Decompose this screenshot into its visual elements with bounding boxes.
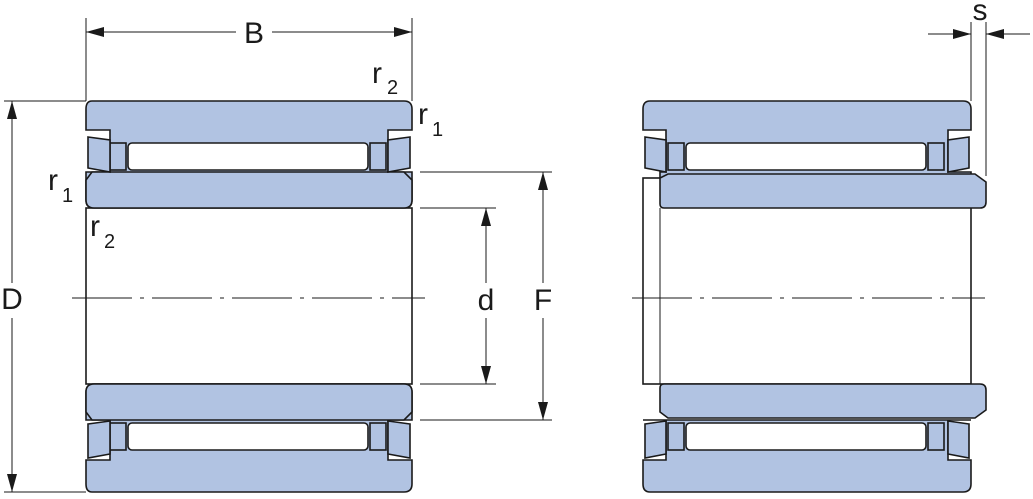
inner-ring-top-left [85,171,413,209]
seal-right-top-right [947,136,970,173]
label-d: d [478,284,495,317]
dimension-d: d [420,207,496,385]
label-r1-left: r 1 [48,164,73,207]
inner-ring-bottom-right [659,383,987,419]
dimension-F: F [420,171,552,421]
svg-text:r: r [418,98,428,131]
seal-left-bottom-left [87,420,111,459]
svg-text:r: r [372,57,382,90]
cage-left-top-right [667,142,685,171]
seal-right-top-left [387,136,411,173]
inner-bore-left [85,207,413,385]
dimension-D: D [1,100,86,493]
label-r2-left: r 2 [90,210,115,253]
left-bearing-section [72,100,425,493]
right-bearing-section [632,100,987,493]
cage-right-top-right [927,142,945,171]
dimension-s: s [928,0,1030,176]
inner-ring-bottom-left [85,383,413,421]
cage-left-top-left [109,142,127,171]
dimension-B: B [85,17,413,101]
seal-right-bottom-left [387,420,411,459]
label-D: D [1,283,23,316]
seal-right-bottom-right [947,420,970,459]
label-B: B [244,17,264,50]
cage-left-bottom-left [109,422,127,451]
seal-left-bottom-right [644,420,667,459]
roller-top-right [685,142,927,171]
svg-text:2: 2 [104,231,115,253]
label-r1-top: r 1 [418,98,443,141]
cage-left-bottom-right [667,422,685,451]
bore-right [642,177,972,385]
svg-text:r: r [90,210,100,243]
roller-top-left [127,142,369,171]
seal-left-top-right [644,136,667,173]
svg-text:1: 1 [62,185,73,207]
label-F: F [534,284,552,317]
cage-right-top-left [369,142,387,171]
seal-left-top-left [87,136,111,173]
roller-bottom-left [127,422,369,451]
svg-text:1: 1 [432,119,443,141]
svg-text:2: 2 [387,77,398,99]
label-r2-top: r 2 [372,57,398,99]
roller-bottom-right [685,422,927,451]
svg-text:r: r [48,164,58,197]
inner-ring-top-right [659,173,987,209]
label-s: s [973,0,988,27]
cage-right-bottom-left [369,422,387,451]
cage-right-bottom-right [927,422,945,451]
